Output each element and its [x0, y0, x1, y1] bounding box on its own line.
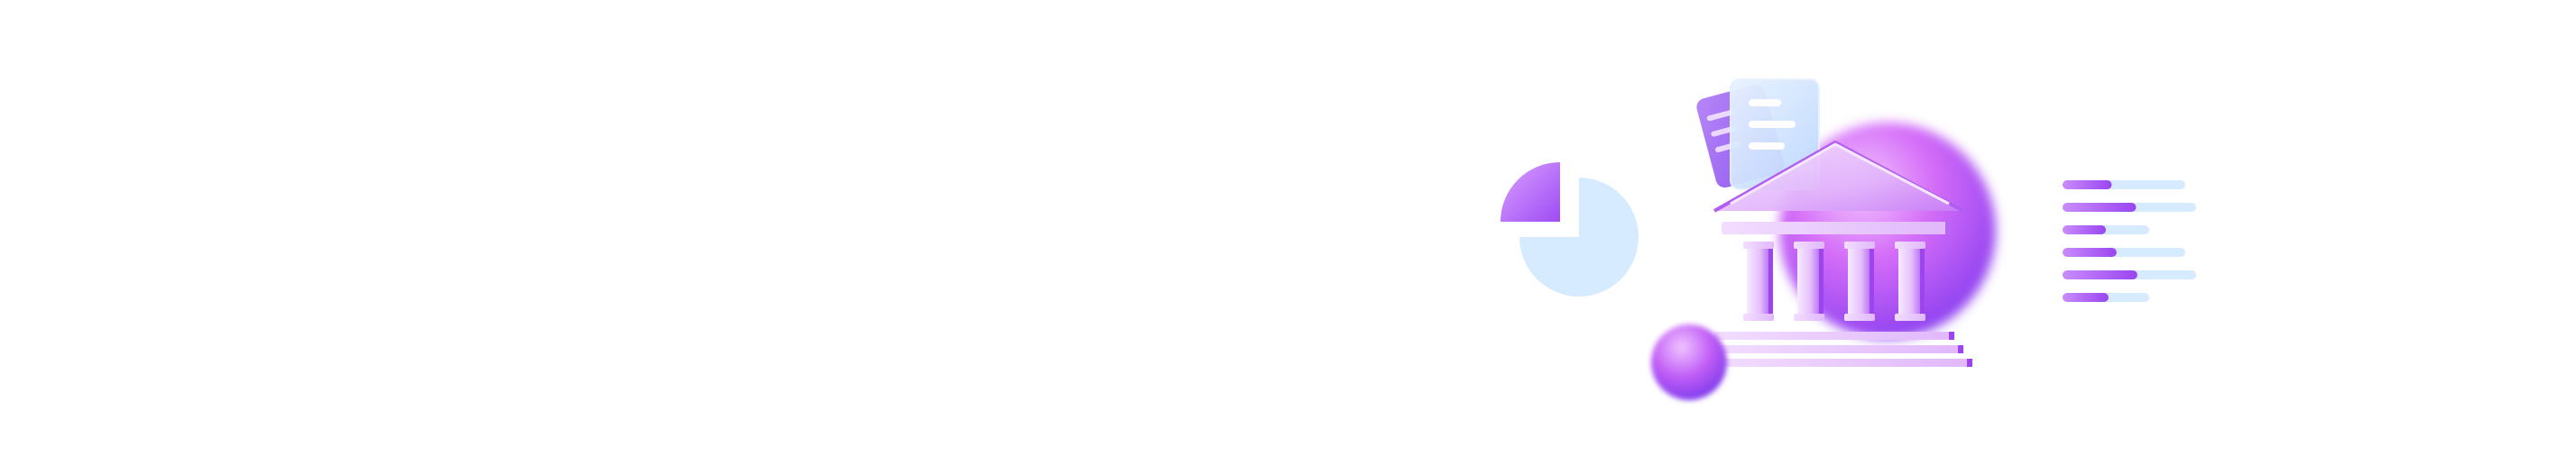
pie-chart-icon [1500, 162, 1639, 297]
pie-slice-small [1500, 162, 1560, 222]
list-bar-fill [2063, 248, 2117, 257]
glow-orb-small-icon [1651, 324, 1727, 400]
bank-entablature [1722, 222, 1949, 234]
list-bars-icon [2063, 180, 2196, 302]
list-bar-fill [2063, 293, 2109, 302]
list-bar-fill [2063, 203, 2137, 212]
bank-roof [1714, 142, 1963, 211]
list-bar-fill [2063, 270, 2137, 279]
bank-building-icon [1713, 141, 1972, 367]
list-bar-fill [2063, 180, 2112, 189]
list-bar-fill [2063, 225, 2106, 234]
pie-slice-large [1519, 178, 1639, 297]
bank-steps [1714, 332, 1972, 367]
bank-columns [1743, 242, 1925, 321]
document-icon [1696, 78, 1820, 190]
